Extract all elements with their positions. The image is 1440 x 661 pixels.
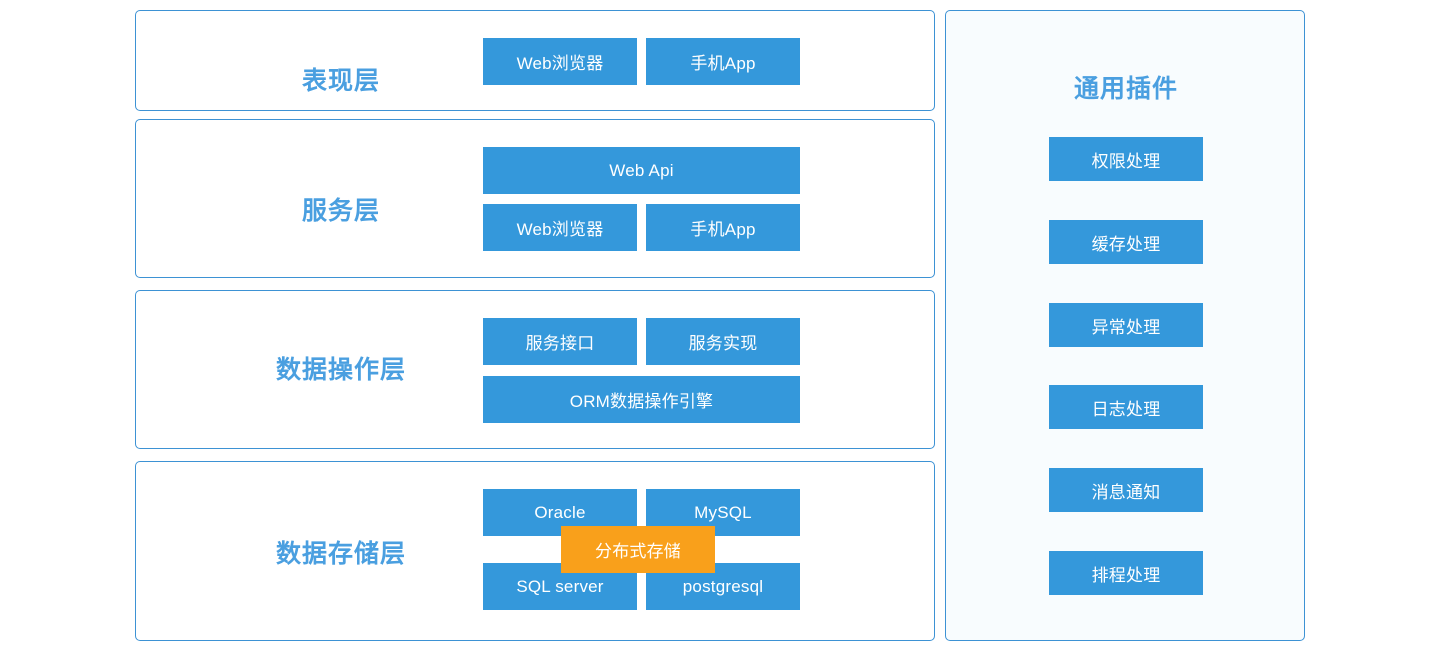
plugin-item-permission[interactable]: 权限处理 <box>1049 137 1203 181</box>
plugin-item-scheduler[interactable]: 排程处理 <box>1049 551 1203 595</box>
plugin-panel-title: 通用插件 <box>1073 75 1178 103</box>
node-service-interface[interactable]: 服务接口 <box>483 318 637 365</box>
plugin-item-notification[interactable]: 消息通知 <box>1049 468 1203 512</box>
node-web-api[interactable]: Web Api <box>483 147 800 194</box>
plugin-item-cache[interactable]: 缓存处理 <box>1049 220 1203 264</box>
layer-title-presentation: 表现层 <box>301 67 380 95</box>
node-web-browser[interactable]: Web浏览器 <box>483 204 637 251</box>
plugin-item-logging[interactable]: 日志处理 <box>1049 385 1203 429</box>
layer-panel-data-storage: 数据存储层 Oracle MySQL SQL server postgresql… <box>135 461 935 641</box>
layer-panel-service: 服务层 Web Api Web浏览器 手机App <box>135 119 935 278</box>
node-orm-engine[interactable]: ORM数据操作引擎 <box>483 376 800 423</box>
layer-title-data-operation: 数据操作层 <box>275 356 406 384</box>
layer-title-service: 服务层 <box>301 197 380 225</box>
layer-panel-presentation: 表现层 Web浏览器 手机App <box>135 10 935 111</box>
node-distributed-storage[interactable]: 分布式存储 <box>561 526 715 573</box>
layer-title-data-storage: 数据存储层 <box>275 540 406 568</box>
plugin-item-exception[interactable]: 异常处理 <box>1049 303 1203 347</box>
plugin-panel: 通用插件 权限处理 缓存处理 异常处理 日志处理 消息通知 排程处理 <box>945 10 1305 641</box>
node-mobile-app[interactable]: 手机App <box>646 204 800 251</box>
node-web-browser[interactable]: Web浏览器 <box>483 38 637 85</box>
node-mobile-app[interactable]: 手机App <box>646 38 800 85</box>
layer-panel-data-operation: 数据操作层 服务接口 服务实现 ORM数据操作引擎 <box>135 290 935 449</box>
node-service-implementation[interactable]: 服务实现 <box>646 318 800 365</box>
